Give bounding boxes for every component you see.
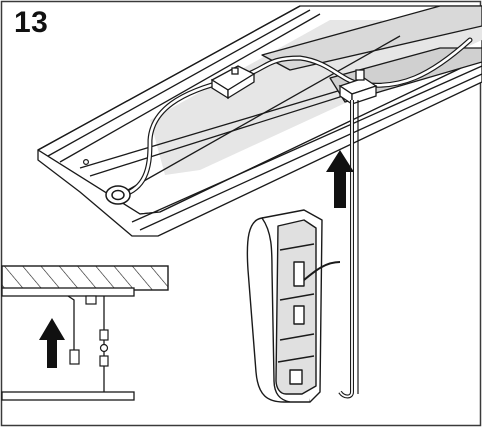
rail-top-panel	[261, 5, 482, 71]
up-arrow-icon	[39, 318, 65, 368]
inset-rail	[1, 287, 135, 297]
ceiling-rail	[37, 5, 482, 237]
inset-connector	[99, 329, 109, 367]
up-arrow-icon	[326, 150, 354, 208]
rail-screw	[82, 159, 89, 166]
cable-grommet	[105, 185, 131, 205]
inset-lower-rail	[1, 391, 135, 401]
rail-terminal-block	[210, 65, 256, 100]
ceiling-slab	[1, 265, 169, 291]
inset-plug	[69, 349, 80, 365]
detector-housing	[246, 209, 323, 403]
inset-ceiling-section	[1, 265, 169, 401]
step-number: 13	[14, 6, 49, 39]
main-up-arrow	[326, 150, 354, 208]
rail-connector	[338, 69, 378, 106]
